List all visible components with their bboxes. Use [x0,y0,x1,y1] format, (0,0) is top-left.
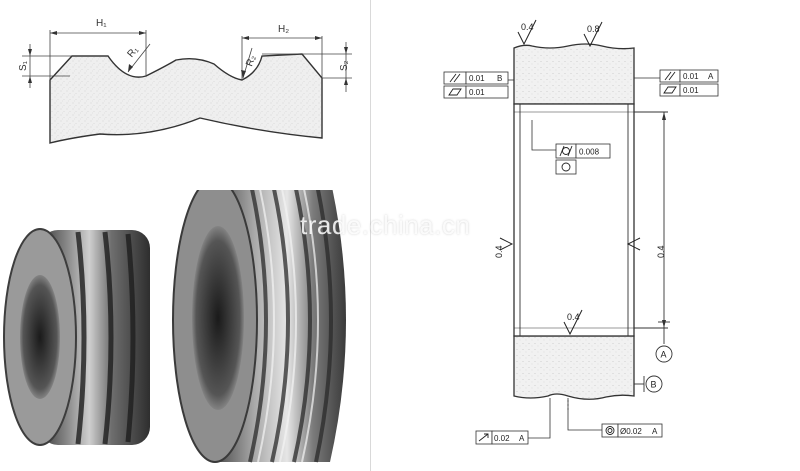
h2-label: H₂ [278,24,289,35]
finish-top-left: 0.4 [521,22,534,32]
right-tolerance-frames [634,69,719,97]
datum-b: B [651,380,657,390]
finish-bottom: 0.4 [567,312,580,322]
runout-value: 0.02 [494,434,510,443]
upper-wall [513,43,635,105]
r1-label: R₁ [126,44,142,60]
roller-cross-section-drawing: 0.4 0.8 0.4 0.4 0.4 0.01 B 0.01 0.01 A 0… [443,19,719,445]
groove-profile-drawing: H₁ H₂ R₁ R₂ S₁ S₂ [18,18,352,144]
flatness-icon [448,88,462,96]
finish-inner-right: 0.4 [656,245,666,258]
s1-label: S₁ [18,60,29,71]
parallelism-icon-right [664,71,676,81]
right-flatness-value: 0.01 [683,86,699,95]
parallelism-icon [449,73,461,83]
panel-divider [370,0,371,471]
concentricity-icon [605,426,615,435]
cylindricity-icon [559,145,573,157]
datum-a: A [661,350,667,360]
runout-icon [478,433,489,442]
datum-a-circle [655,345,673,363]
grooved-rollers-photo [3,190,346,463]
datum-b-circle [645,375,663,393]
cylindricity-value: 0.008 [579,148,600,157]
flatness-value: 0.01 [469,88,485,97]
runout-ref: A [519,434,525,443]
runout-frame [475,398,551,445]
cylindricity-frame [531,120,611,175]
r2-label: R₂ [244,54,258,68]
circularity-icon [561,162,571,172]
finish-top-right: 0.8 [587,24,600,34]
h1-label: H₁ [96,18,107,29]
small-roller [3,228,150,446]
parallel-value: 0.01 [469,74,485,83]
left-tolerance-frames [443,71,514,99]
concentric-value: Ø0.02 [620,427,642,436]
lower-wall [513,335,635,400]
right-parallel-value: 0.01 [683,72,699,81]
right-parallel-ref: A [708,72,714,81]
parallel-ref: B [497,74,502,83]
watermark: trade.china.cn [300,210,471,240]
roller-profile-body [49,53,323,144]
flatness-icon-right [663,86,677,94]
concentric-ref: A [652,427,658,436]
large-roller [172,190,346,463]
s2-label: S₂ [339,60,350,71]
finish-inner-left: 0.4 [494,245,504,258]
bore-region [513,103,635,337]
concentricity-frame [567,398,663,438]
